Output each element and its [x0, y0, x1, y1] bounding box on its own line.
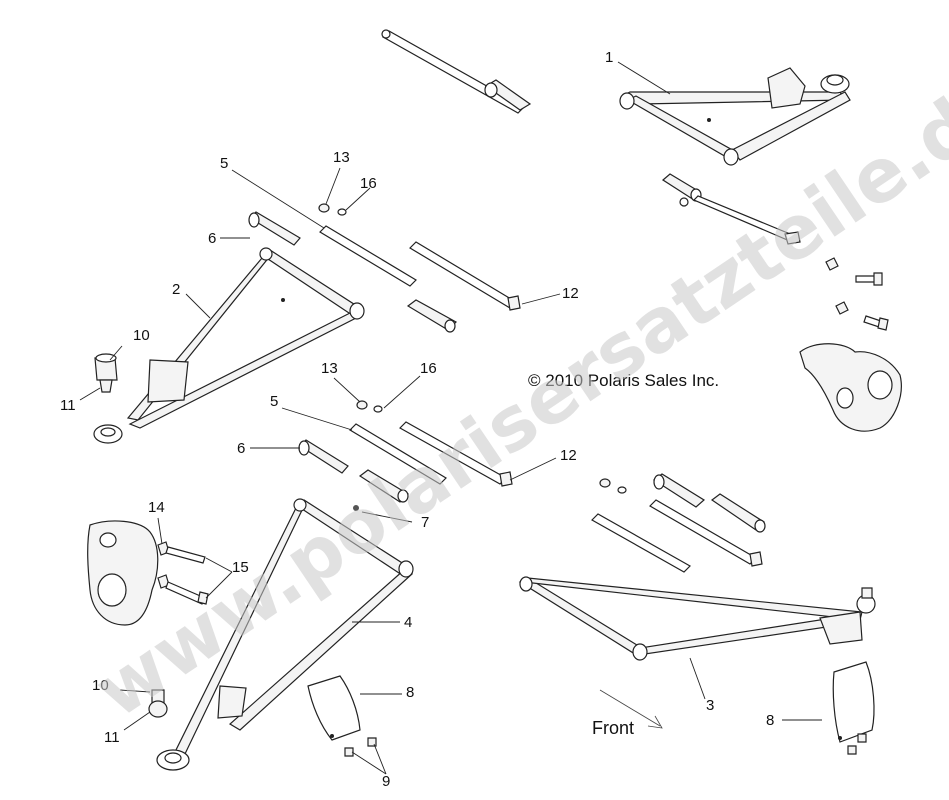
callout-labels: 1 2 3 4 5 5 6 6 7 8 8 9 10 10 11 11 12 1… [60, 49, 774, 790]
copyright-notice: © 2010 Polaris Sales Inc. [528, 371, 719, 390]
callout-16-upper: 16 [360, 175, 377, 192]
callout-8-right: 8 [766, 712, 774, 729]
lower-a-arm-left [156, 498, 414, 771]
callout-11-upper: 11 [60, 397, 76, 414]
spindle-knuckle-right [799, 343, 902, 432]
spindle-knuckle-left [87, 520, 159, 626]
callout-2: 2 [172, 281, 180, 298]
callout-11-lower: 11 [104, 729, 120, 746]
callout-13-upper: 13 [333, 149, 350, 166]
ball-joint-left-upper [94, 353, 118, 393]
callout-10-lower: 10 [92, 677, 109, 694]
callout-12-upper: 12 [562, 285, 579, 302]
callout-1: 1 [605, 49, 613, 66]
middle-hardware-upper [248, 203, 521, 333]
callout-14: 14 [148, 499, 165, 516]
callout-12-lower: 12 [560, 447, 577, 464]
upper-a-arm-left [93, 247, 365, 444]
callout-13-lower: 13 [321, 360, 338, 377]
callout-10-upper: 10 [133, 327, 150, 344]
callout-15: 15 [232, 559, 249, 576]
lower-a-arm-right [518, 576, 876, 661]
callout-4: 4 [404, 614, 412, 631]
callout-16-lower: 16 [420, 360, 437, 377]
lower-hardware-right [591, 473, 766, 573]
callout-6-lower: 6 [237, 440, 245, 457]
callout-7: 7 [421, 514, 429, 531]
leader-lines [79, 61, 822, 775]
ball-joint-left-lower [148, 689, 168, 718]
knuckle-bolts-left [157, 541, 209, 605]
guard-plate-left [307, 675, 361, 741]
upper-shaft-top [381, 29, 532, 114]
front-direction-arrow [599, 689, 663, 729]
upper-arm-hardware-right [661, 173, 889, 331]
callout-3: 3 [706, 697, 714, 714]
watermark: www.polarisersatzteile.de [80, 54, 949, 735]
callout-8-left: 8 [406, 684, 414, 701]
callout-6-upper: 6 [208, 230, 216, 247]
guard-plate-right [832, 661, 875, 743]
middle-hardware-lower [298, 400, 513, 511]
callout-5-lower: 5 [270, 393, 278, 410]
front-label: Front [592, 718, 634, 738]
callout-5-upper: 5 [220, 155, 228, 172]
upper-a-arm-right [619, 67, 851, 166]
callout-9: 9 [382, 773, 390, 790]
guard-plate-screws [344, 733, 867, 757]
